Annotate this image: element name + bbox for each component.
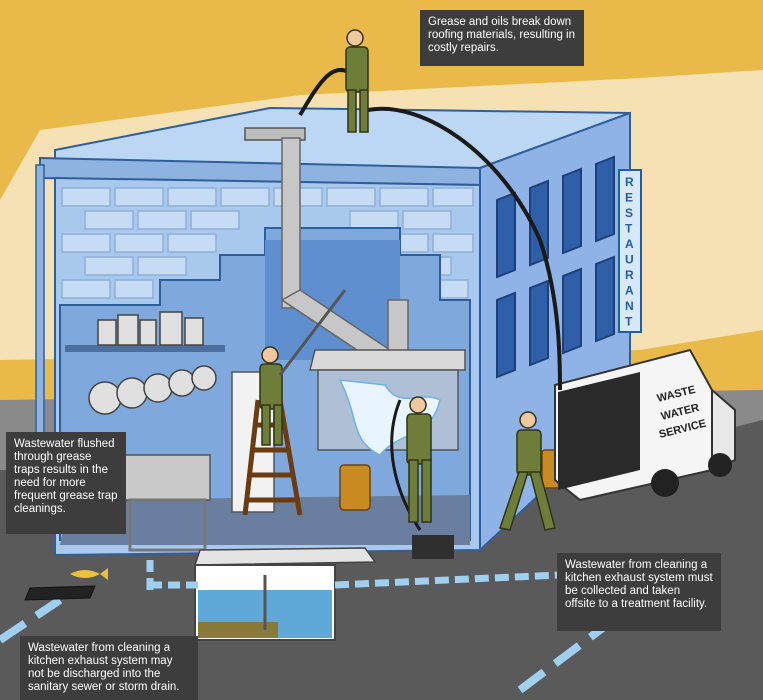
truck-wheel-1 [651,469,679,497]
worker-roof [345,29,369,133]
sign-letter: S [625,206,633,220]
lane-line-1 [517,596,643,694]
callout-collect-offsite: Wastewater from cleaning a kitchen exhau… [557,553,721,631]
lane-line-2 [0,596,63,644]
worker-truck [499,411,556,531]
sign-letter: E [625,191,633,205]
storm-drain [24,585,96,601]
truck-wheel-2 [708,453,732,477]
roof-hose [298,68,562,391]
grease-trap-lid [193,547,377,566]
exhaust-duct-lower [387,299,409,356]
sign-letter: U [625,253,634,267]
sign-letter: T [625,315,633,329]
ladder [242,399,303,516]
side-windows [496,155,615,379]
sign-letter: T [625,222,633,236]
pump-cart [412,535,454,559]
sign-letter: R [625,268,634,282]
pipe-out [334,571,561,589]
sign-letter: R [625,175,634,189]
sign-letter: A [625,237,634,251]
sink-legs [128,498,207,552]
exhaust-duct-vertical [281,137,301,309]
restaurant-sign [618,169,642,333]
grease-trap-sludge [198,622,278,638]
brick-pattern [61,187,474,299]
callout-grease-trap: Wastewater flushed through grease traps … [6,432,126,534]
cleaning-wand [278,289,347,376]
worker-ladder [259,346,283,446]
pots-and-pans [88,311,217,415]
roof-vent [244,127,306,141]
truck-cab [711,387,736,472]
sign-letter: N [625,299,634,313]
truck-opening [558,372,640,490]
sign-letter: A [625,284,634,298]
fish-symbol [70,568,108,580]
callout-no-discharge: Wastewater from cleaning a kitchen exhau… [20,636,198,700]
callout-roof-damage: Grease and oils break down roofing mater… [420,10,584,66]
sink [124,454,211,501]
exhaust-hood [309,349,466,371]
worker-hood [406,396,432,523]
pot-shelf [65,345,225,352]
